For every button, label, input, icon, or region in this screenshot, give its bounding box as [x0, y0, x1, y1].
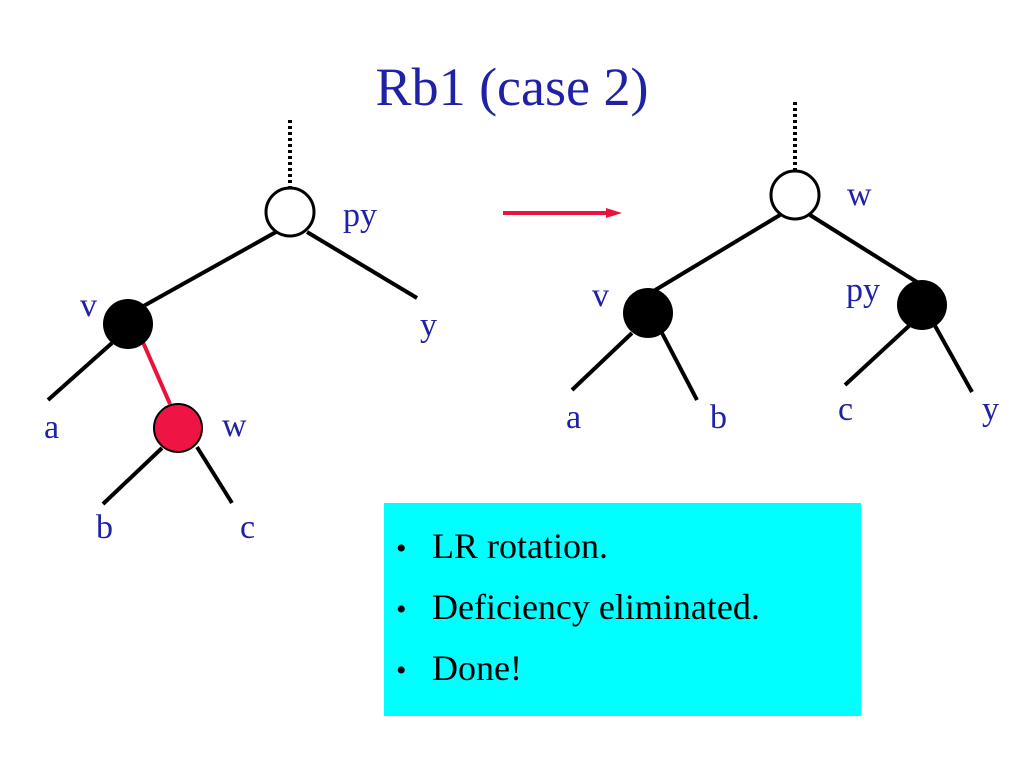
notes-list: LR rotation. Deficiency eliminated. Done… — [396, 517, 861, 700]
before-label-py: py — [343, 197, 377, 234]
after-edge-w-py — [808, 213, 922, 286]
before-edge-v-w-red — [140, 339, 172, 405]
note-item: Done! — [396, 639, 861, 700]
before-edge-w-c — [195, 445, 234, 505]
after-edge-w-v — [650, 213, 782, 294]
before-edge-v-a — [46, 341, 114, 402]
before-node-w-red — [153, 403, 203, 453]
note-item: LR rotation. — [396, 517, 861, 578]
before-tree: py v w y a b c — [44, 120, 437, 546]
after-edge-py-y — [932, 323, 974, 393]
before-edge-py-y — [305, 230, 419, 300]
note-item: Deficiency eliminated. — [396, 578, 861, 639]
transform-arrow — [503, 208, 622, 218]
before-edge-w-b — [101, 446, 164, 506]
before-label-w: w — [222, 407, 247, 444]
before-edge-py-v — [139, 230, 277, 310]
after-label-b: b — [710, 399, 727, 436]
after-label-c: c — [838, 391, 853, 428]
after-tree: w v py a b c y — [566, 102, 999, 436]
before-label-a: a — [44, 409, 59, 446]
after-edge-v-a — [570, 331, 634, 392]
after-node-py-black — [897, 280, 947, 330]
after-edge-v-b — [660, 332, 699, 401]
after-label-w: w — [847, 176, 872, 213]
after-label-py: py — [846, 272, 880, 309]
after-label-v: v — [592, 277, 609, 314]
before-label-y: y — [420, 307, 437, 344]
after-node-w-white — [769, 169, 821, 221]
before-label-c: c — [240, 509, 255, 546]
slide-title: Rb1 (case 2) — [375, 57, 649, 117]
after-label-a: a — [566, 399, 581, 436]
after-node-v-black — [623, 288, 673, 338]
after-label-y: y — [982, 391, 999, 428]
before-label-v: v — [80, 287, 97, 324]
before-node-v-black — [103, 299, 153, 349]
before-node-py-white — [264, 186, 316, 238]
notes-box: LR rotation. Deficiency eliminated. Done… — [384, 503, 861, 716]
after-edge-py-c — [843, 323, 912, 387]
before-label-b: b — [96, 509, 113, 546]
